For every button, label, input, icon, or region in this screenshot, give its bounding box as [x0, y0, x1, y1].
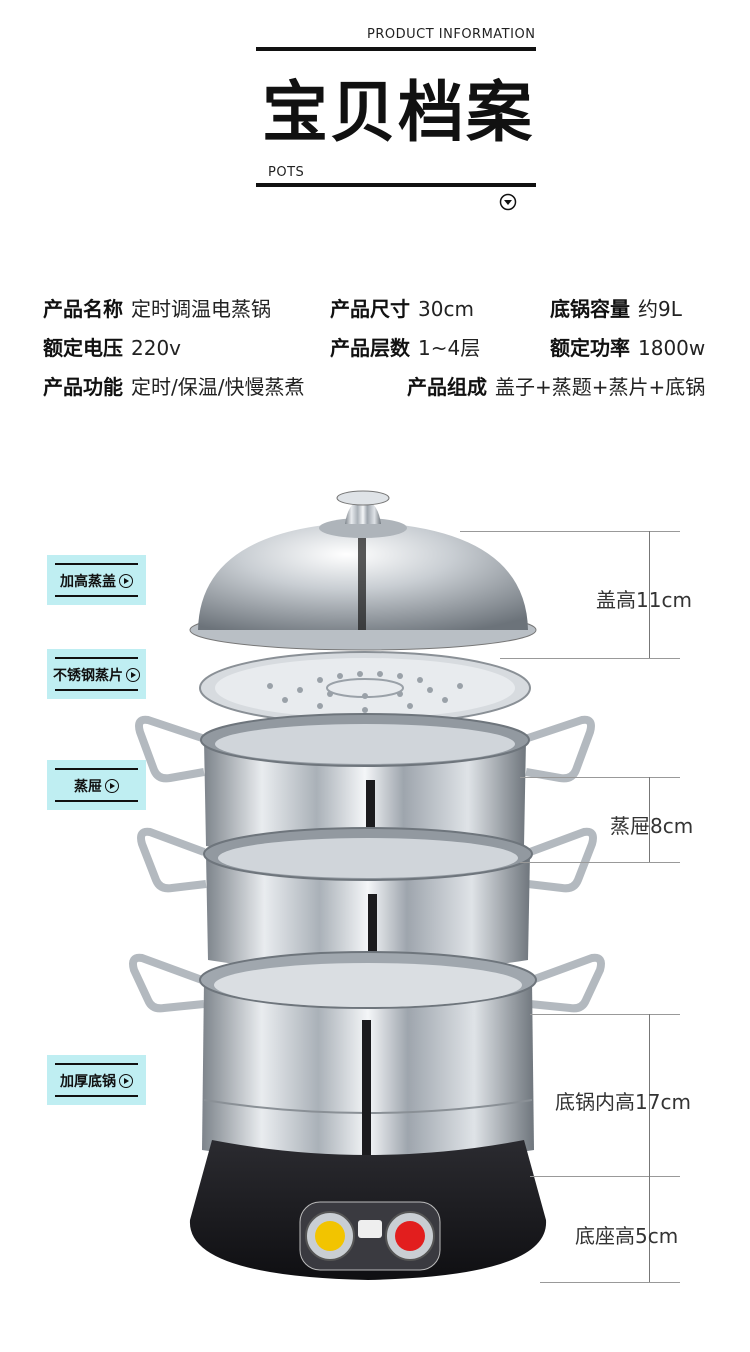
steamer-tier-top [135, 713, 595, 862]
heating-base [189, 1140, 547, 1280]
dimension-base-height: 底座高5cm [575, 1224, 679, 1248]
product-information-label: PRODUCT INFORMATION [367, 27, 536, 42]
callout-steamer-tray: 蒸屉 [47, 760, 146, 810]
header-bottom-rule [256, 183, 536, 187]
spec-components: 产品组成盖子+蒸题+蒸片+底锅 [407, 375, 706, 399]
steamer-tier-middle [137, 827, 597, 974]
chevron-down-circle-icon [499, 193, 517, 211]
callout-thick-base-pot: 加厚底锅 [47, 1055, 146, 1105]
dimension-arrow [649, 1176, 650, 1282]
dimension-arrow [649, 531, 650, 658]
dimension-arrow [649, 1014, 650, 1176]
dimension-lid-height: 盖高11cm [596, 588, 692, 612]
play-circle-icon [105, 779, 119, 793]
callout-steel-plate: 不锈钢蒸片 [47, 649, 146, 699]
dimension-guide-line [500, 658, 680, 659]
base-pot [129, 951, 605, 1163]
spec-product-name: 产品名称定时调温电蒸锅 [43, 297, 271, 321]
play-circle-icon [126, 668, 140, 682]
callout-tall-lid: 加高蒸盖 [47, 555, 146, 605]
dimension-guide-line [520, 777, 680, 778]
pots-label: POTS [268, 165, 305, 180]
play-circle-icon [119, 574, 133, 588]
spec-function: 产品功能定时/保温/快慢蒸煮 [43, 375, 305, 399]
lid [189, 490, 537, 651]
dimension-arrow [649, 777, 650, 862]
play-circle-icon [119, 1074, 133, 1088]
steam-plate [199, 651, 531, 725]
spec-capacity: 底锅容量约9L [550, 297, 682, 321]
dimension-guide-line [460, 531, 680, 532]
dimension-guide-line [520, 862, 680, 863]
dimension-guide-line [540, 1282, 680, 1283]
dimension-guide-line [530, 1014, 680, 1015]
dimension-pot-inner-height: 底锅内高17cm [555, 1090, 691, 1114]
steamer-illustration [129, 490, 605, 1280]
page-title: 宝贝档案 [262, 74, 534, 151]
dimension-tray-height: 蒸屉8cm [610, 814, 694, 838]
dimension-guide-line [530, 1176, 680, 1177]
header-top-rule [256, 47, 536, 51]
